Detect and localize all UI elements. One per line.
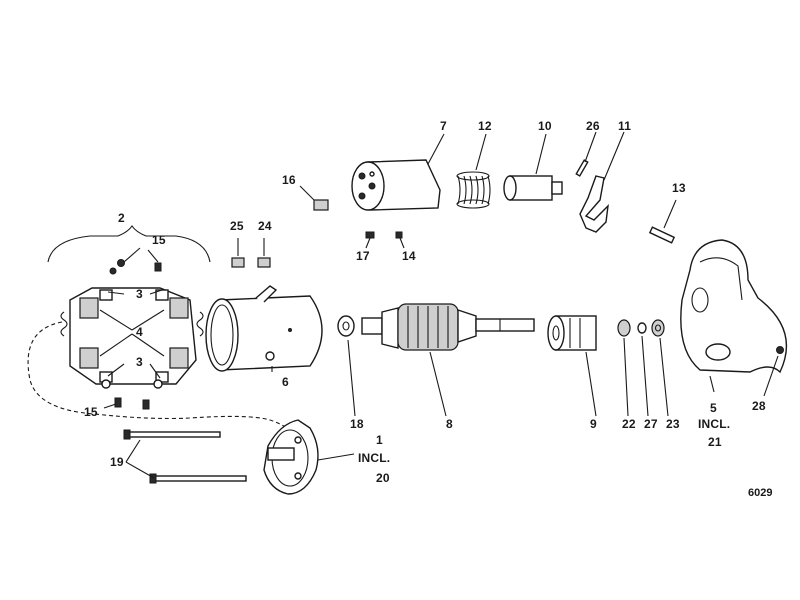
callout-15-top: 15 [152, 233, 166, 247]
callout-13: 13 [672, 181, 686, 195]
callout-28: 28 [752, 399, 766, 413]
brush-plate-assembly [27, 225, 319, 461]
callout-4: 4 [136, 325, 143, 339]
armature [361, 303, 535, 417]
callout-1-ref: 20 [376, 471, 390, 485]
field-frame [205, 285, 323, 372]
callout-17: 17 [356, 249, 370, 263]
shift-lever [579, 131, 625, 233]
plunger [503, 133, 563, 201]
callout-2: 2 [118, 211, 125, 225]
washer [337, 315, 356, 417]
drive-rings [617, 319, 669, 417]
brush-pair [231, 238, 271, 268]
callout-16: 16 [282, 173, 296, 187]
pivot-pin [648, 199, 677, 244]
callout-23: 23 [666, 417, 680, 431]
callout-15-bottom: 15 [84, 405, 98, 419]
callout-9: 9 [590, 417, 597, 431]
callout-24: 24 [258, 219, 272, 233]
callout-6: 6 [282, 375, 289, 389]
drive-housing [680, 239, 788, 397]
callout-11: 11 [618, 119, 631, 133]
callout-10: 10 [538, 119, 552, 133]
commutator-end-head [263, 419, 355, 495]
callout-3-top: 3 [136, 287, 143, 301]
solenoid-screws [299, 185, 405, 249]
starter-drive [547, 315, 597, 417]
callout-7: 7 [440, 119, 447, 133]
through-bolts [123, 429, 247, 484]
callout-25: 25 [230, 219, 244, 233]
solenoid [351, 133, 445, 211]
callout-19: 19 [110, 455, 124, 469]
callout-12: 12 [478, 119, 492, 133]
callout-22: 22 [622, 417, 636, 431]
callout-5: 5 [710, 401, 717, 415]
callout-8: 8 [446, 417, 453, 431]
callout-5-incl: INCL. [698, 417, 730, 431]
lever-pin [575, 131, 597, 177]
callout-1: 1 [376, 433, 383, 447]
callout-27: 27 [644, 417, 658, 431]
callout-18: 18 [350, 417, 364, 431]
figure-number: 6029 [748, 487, 772, 499]
callout-14: 14 [402, 249, 416, 263]
callout-26: 26 [586, 119, 600, 133]
callout-3-bottom: 3 [136, 355, 143, 369]
callout-5-ref: 21 [708, 435, 722, 449]
plunger-spring [456, 133, 491, 209]
callout-1-incl: INCL. [358, 451, 390, 465]
callouts: 2 15 3 4 3 15 25 24 16 17 14 7 12 10 26 … [84, 119, 772, 499]
